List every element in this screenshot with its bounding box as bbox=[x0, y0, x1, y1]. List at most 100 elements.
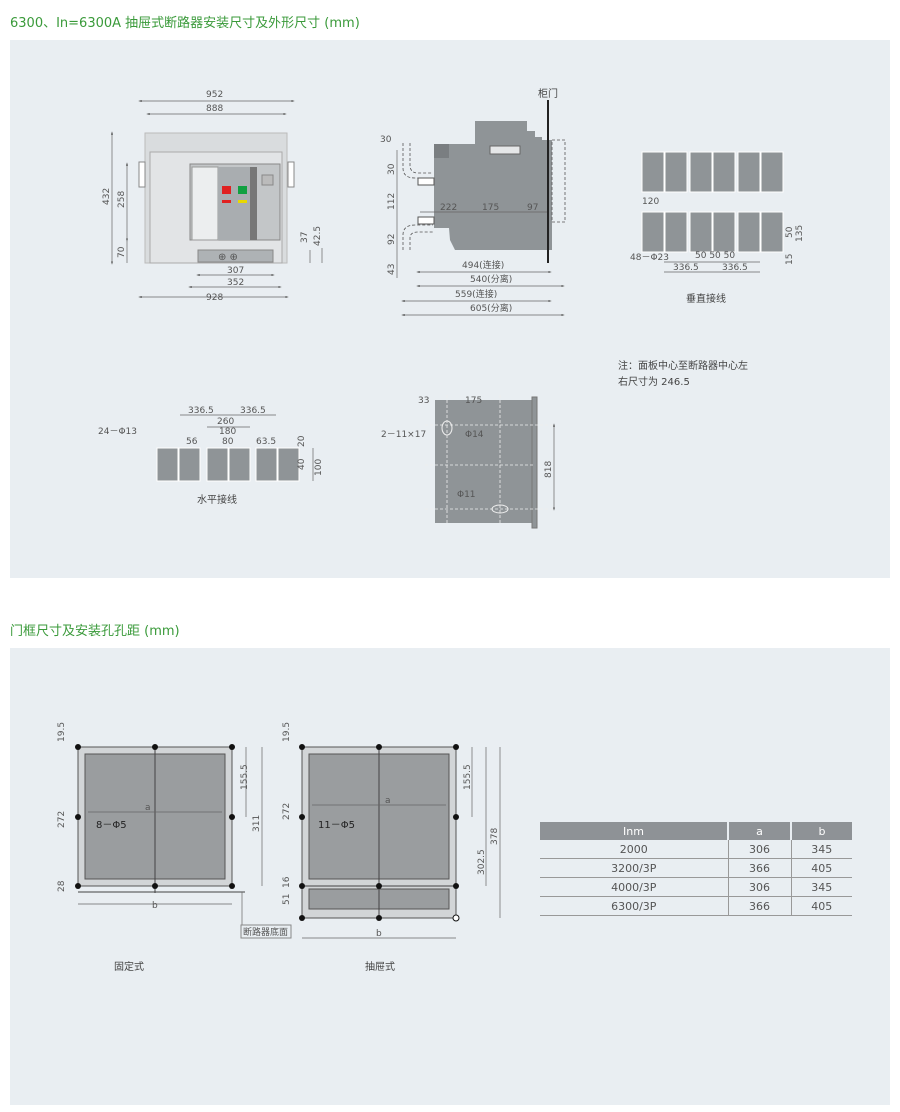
door-frame-drawings: 断路器底面 19.5 272 28 155.5 311 a b 8－Φ5 固定式… bbox=[57, 722, 501, 973]
dim-92: 92 bbox=[387, 234, 397, 245]
dim-15: 15 bbox=[785, 254, 795, 265]
dim-a: a bbox=[145, 803, 151, 813]
dim-42-5: 42.5 bbox=[313, 226, 323, 246]
dim-352: 352 bbox=[227, 278, 244, 288]
vertical-busbar-caption: 垂直接线 bbox=[686, 292, 726, 305]
dim-540: 540(分离) bbox=[470, 273, 512, 285]
mounting-plate-view: 33 175 2－11×17 Φ14 Φ11 818 bbox=[381, 395, 556, 529]
holes-48-phi23: 48－Φ23 bbox=[630, 253, 669, 263]
slot-2-11x17: 2－11×17 bbox=[381, 430, 426, 440]
dim-80: 80 bbox=[222, 437, 234, 447]
side-view: 柜门 30 30 112 92 43 222 175 97 494(连接) 54… bbox=[380, 87, 566, 317]
dim-155-5: 155.5 bbox=[240, 764, 250, 790]
dim-43: 43 bbox=[387, 264, 397, 275]
section-title-door-frame: 门框尺寸及安装孔孔距 (mm) bbox=[10, 624, 180, 639]
cell: 306 bbox=[728, 877, 792, 897]
dim-605: 605(分离) bbox=[470, 302, 512, 314]
dim-180: 180 bbox=[219, 427, 236, 437]
dimension-drawings: ⊕ ⊕ 952 888 307 352 928 432 258 70 37 42… bbox=[98, 87, 805, 529]
dim-51: 51 bbox=[282, 894, 292, 905]
header-a: a bbox=[728, 822, 792, 840]
dim-302-5: 302.5 bbox=[477, 849, 487, 875]
horizontal-busbar-caption: 水平接线 bbox=[197, 493, 237, 506]
dim-a: a bbox=[385, 796, 391, 806]
dim-928: 928 bbox=[206, 293, 223, 303]
dim-120: 120 bbox=[642, 197, 659, 207]
red-button bbox=[222, 186, 231, 194]
dim-28: 28 bbox=[57, 880, 67, 892]
fixed-type-frame: 断路器底面 19.5 272 28 155.5 311 a b 8－Φ5 固定式 bbox=[57, 722, 292, 973]
green-button bbox=[238, 186, 247, 194]
front-view: ⊕ ⊕ 952 888 307 352 928 432 258 70 37 42… bbox=[102, 90, 323, 303]
dim-b: b bbox=[376, 929, 382, 939]
hole-phi14: Φ14 bbox=[465, 430, 484, 440]
dim-378: 378 bbox=[490, 828, 500, 845]
hole-phi11: Φ11 bbox=[457, 490, 476, 500]
dim-112: 112 bbox=[387, 193, 397, 210]
cell: 405 bbox=[791, 896, 852, 916]
dim-952: 952 bbox=[206, 90, 223, 100]
dim-311: 311 bbox=[252, 815, 262, 832]
dim-50: 50 bbox=[785, 226, 795, 238]
dim-30-horizontal: 30 bbox=[380, 135, 392, 145]
note-line-1: 注：面板中心至断路器中心左 bbox=[618, 359, 748, 372]
dim-336-5-left: 336.5 bbox=[673, 263, 699, 273]
table-header: Inm a b bbox=[540, 822, 852, 840]
dim-63-5: 63.5 bbox=[256, 437, 276, 447]
dim-272: 272 bbox=[57, 811, 67, 828]
cell: 405 bbox=[791, 858, 852, 878]
holes-24-phi13: 24－Φ13 bbox=[98, 427, 137, 437]
drawout-type-caption: 抽屉式 bbox=[365, 960, 395, 973]
dim-20: 20 bbox=[297, 435, 307, 447]
dim-56: 56 bbox=[186, 437, 198, 447]
dim-155-5: 155.5 bbox=[463, 764, 473, 790]
dim-432: 432 bbox=[102, 188, 112, 205]
cell: 345 bbox=[791, 877, 852, 897]
dim-336-5-left: 336.5 bbox=[188, 406, 214, 416]
dim-19-5: 19.5 bbox=[282, 722, 292, 742]
dim-19-5: 19.5 bbox=[57, 722, 67, 742]
svg-text:⊕ ⊕: ⊕ ⊕ bbox=[218, 252, 238, 263]
dim-16: 16 bbox=[282, 876, 292, 888]
dim-272: 272 bbox=[282, 803, 292, 820]
cell: 366 bbox=[728, 896, 792, 916]
drawout-type-frame: 19.5 272 51 16 155.5 302.5 378 a b 11－Φ5… bbox=[282, 722, 501, 973]
dim-33: 33 bbox=[418, 396, 429, 406]
cabinet-door-label: 柜门 bbox=[538, 87, 558, 100]
cell: 2000 bbox=[540, 840, 729, 859]
cell: 6300/3P bbox=[540, 896, 729, 916]
dim-260: 260 bbox=[217, 417, 234, 427]
cell: 366 bbox=[728, 858, 792, 878]
dimensions-panel: ⊕ ⊕ 952 888 307 352 928 432 258 70 37 42… bbox=[10, 40, 890, 578]
holes-8-phi5: 8－Φ5 bbox=[96, 820, 127, 831]
holes-11-phi5: 11－Φ5 bbox=[318, 820, 355, 831]
dim-40: 40 bbox=[297, 458, 307, 470]
note-line-2: 右尺寸为 246.5 bbox=[618, 375, 690, 388]
dim-97: 97 bbox=[527, 203, 538, 213]
dim-70: 70 bbox=[117, 246, 127, 258]
dim-258: 258 bbox=[117, 191, 127, 208]
dim-175: 175 bbox=[482, 203, 499, 213]
dim-50-50-50: 50 50 50 bbox=[695, 251, 735, 261]
header-b: b bbox=[791, 822, 852, 840]
dim-559: 559(连接) bbox=[455, 288, 497, 300]
cell: 4000/3P bbox=[540, 877, 729, 897]
dim-100: 100 bbox=[314, 459, 324, 476]
horizontal-busbar-view: 24－Φ13 336.5 336.5 260 180 80 56 63.5 20… bbox=[98, 406, 324, 506]
cell: 306 bbox=[728, 840, 792, 859]
dim-175: 175 bbox=[465, 396, 482, 406]
dim-30-vertical: 30 bbox=[387, 163, 397, 175]
dim-222: 222 bbox=[440, 203, 457, 213]
dim-818: 818 bbox=[544, 461, 554, 478]
dim-336-5-right: 336.5 bbox=[240, 406, 266, 416]
fixed-type-caption: 固定式 bbox=[114, 960, 144, 973]
section-title-dimensions: 6300、In=6300A 抽屉式断路器安装尺寸及外形尺寸 (mm) bbox=[10, 16, 360, 31]
vertical-busbar-view: 120 48－Φ23 50 50 50 336.5 336.5 50 135 1… bbox=[630, 151, 805, 305]
breaker-base-label: 断路器底面 bbox=[243, 926, 288, 938]
cell: 3200/3P bbox=[540, 858, 729, 878]
